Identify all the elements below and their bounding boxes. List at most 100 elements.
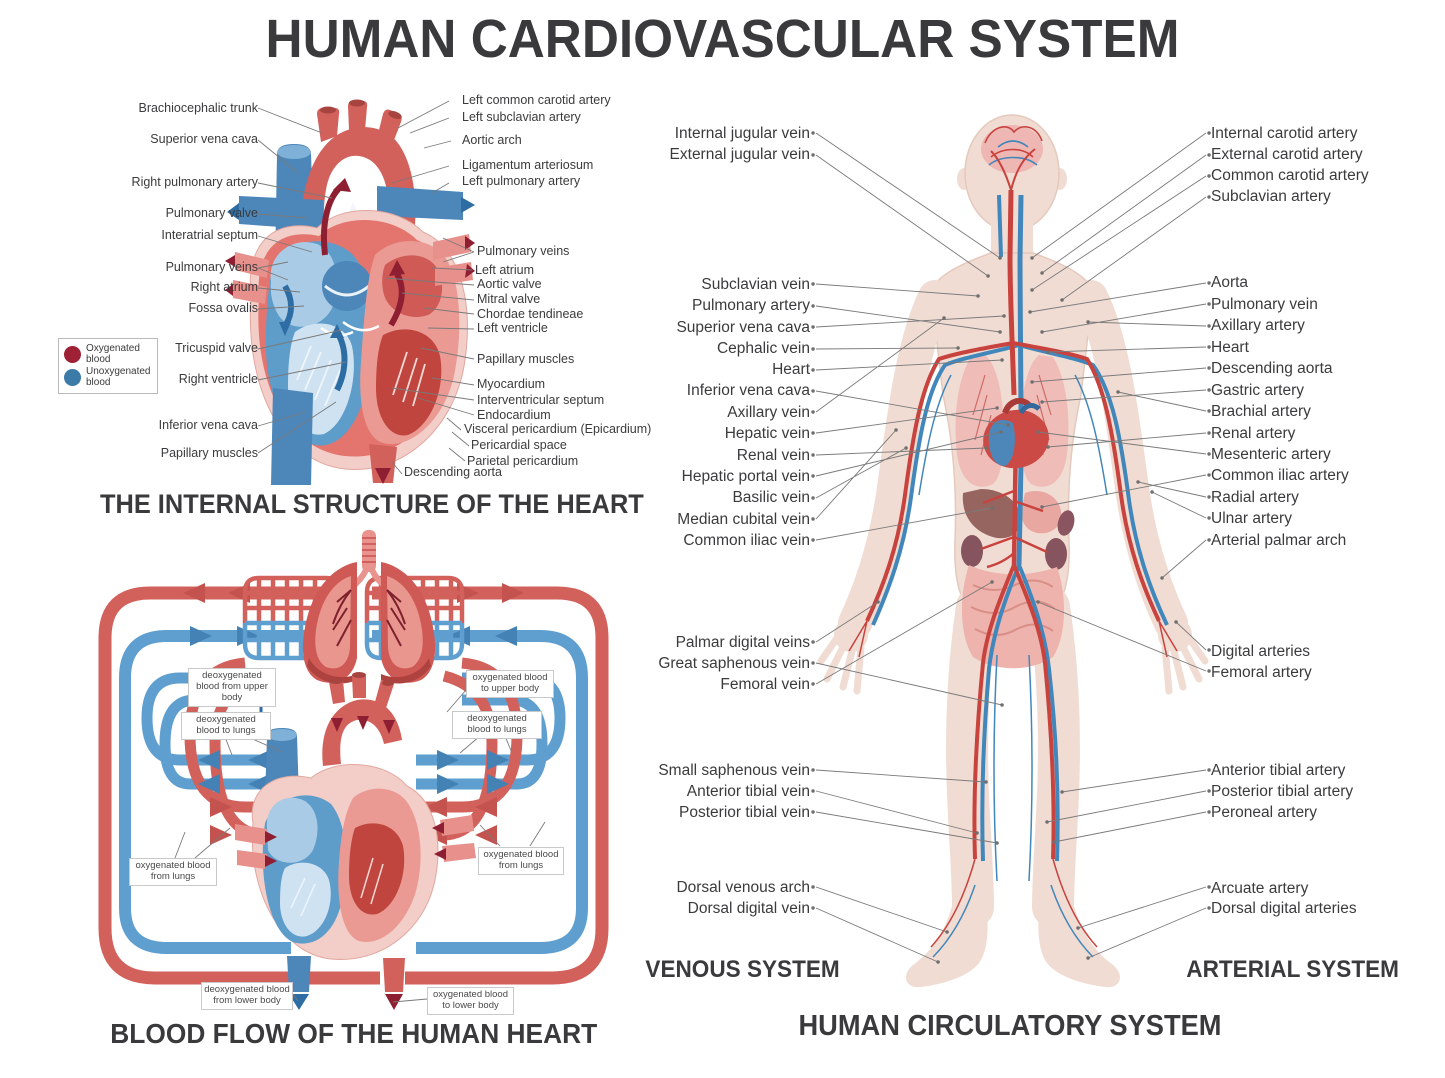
flow-box-deoxy-lower: deoxygenated blood from lower body xyxy=(201,982,293,1010)
arterial-label: Common iliac artery xyxy=(1211,467,1349,484)
arterial-label: Arterial palmar arch xyxy=(1211,532,1347,549)
pulmonary-vein-stubs-left xyxy=(233,252,269,304)
flow-box-oxy-lungs-left: oxygenated blood from lungs xyxy=(129,858,217,886)
right-pulmonary-artery-shape xyxy=(239,196,323,230)
flow-box-oxy-upper: oxygenated blood to upper body xyxy=(466,670,554,698)
heart-left-label: Right atrium xyxy=(190,280,258,294)
venous-label: Axillary vein xyxy=(727,404,810,421)
blood-flow-illustration xyxy=(98,530,609,1010)
heart-right-label: Left pulmonary artery xyxy=(462,174,581,188)
heart-right-label: Chordae tendineae xyxy=(477,307,584,321)
arterial-label: Mesenteric artery xyxy=(1211,446,1331,463)
venous-label: Dorsal digital vein xyxy=(687,900,810,917)
aorta-curl xyxy=(1002,397,1032,415)
heart-left-label: Pulmonary veins xyxy=(165,260,258,274)
flow-heart xyxy=(235,672,476,1010)
flow-box-oxy-lower: oxygenated blood to lower body xyxy=(427,987,514,1015)
arterial-label: Femoral artery xyxy=(1211,664,1312,681)
venous-label: Hepatic portal vein xyxy=(681,468,810,485)
section-title-internal-structure: THE INTERNAL STRUCTURE OF THE HEART xyxy=(100,489,644,519)
legend: Oxygenated blood Unoxygenated blood xyxy=(58,338,158,394)
venous-label: Superior vena cava xyxy=(676,319,810,336)
chordae-right xyxy=(296,345,342,407)
lv-flow-arrow xyxy=(388,272,405,327)
heart-right-label: Aortic valve xyxy=(477,277,542,291)
descending-aorta-shape xyxy=(369,444,397,483)
flow-box-deoxy-lungs-left: deoxygenated blood to lungs xyxy=(181,712,271,740)
venous-label: Median cubital vein xyxy=(677,511,810,528)
legend-label: Oxygenated blood xyxy=(86,343,140,365)
heart-right-label: Left ventricle xyxy=(477,321,548,335)
heart-right-label: Parietal pericardium xyxy=(467,454,579,468)
vessel-cap xyxy=(388,110,402,120)
heart-right-label: Myocardium xyxy=(477,377,546,391)
arterial-label: Internal carotid artery xyxy=(1211,125,1358,142)
blue-arrow-right xyxy=(461,197,475,213)
arterial-label: Peroneal artery xyxy=(1211,804,1317,821)
arterial-label: Aorta xyxy=(1211,274,1249,291)
arrowhead xyxy=(225,255,235,267)
flow-box-deoxy-lungs-right: deoxygenated blood to lungs xyxy=(452,711,542,739)
venous-label: Cephalic vein xyxy=(716,340,810,357)
heart-left-label: Inferior vena cava xyxy=(158,418,258,432)
heart-right-label: Mitral valve xyxy=(477,292,541,306)
venous-label: Dorsal venous arch xyxy=(676,879,810,896)
blue-arrow-left xyxy=(227,203,239,220)
venous-label: Small saphenous vein xyxy=(658,762,810,779)
heart-left-label: Pulmonary valve xyxy=(165,206,258,220)
arterial-label: Anterior tibial artery xyxy=(1211,762,1346,779)
arterial-label: Heart xyxy=(1211,339,1249,356)
heart-left-label: Papillary muscles xyxy=(160,446,258,460)
legend-label: Unoxygenated blood xyxy=(86,366,151,388)
section-title-blood-flow: BLOOD FLOW OF THE HUMAN HEART xyxy=(110,1018,598,1049)
arterial-label: Common carotid artery xyxy=(1211,167,1369,184)
vessel-cap xyxy=(320,106,336,114)
heart-right-label: Aortic arch xyxy=(462,133,522,147)
arterial-label: Pulmonary vein xyxy=(1211,296,1318,313)
arrowhead xyxy=(465,236,475,250)
venous-tree xyxy=(871,194,1169,958)
venous-label: Basilic vein xyxy=(732,489,810,506)
arterial-label: Brachial artery xyxy=(1211,403,1311,420)
arterial-label: Digital arteries xyxy=(1211,643,1311,660)
arterial-label: External carotid artery xyxy=(1211,146,1363,163)
legend-unoxygenated-row: Unoxygenated blood xyxy=(64,366,152,388)
venous-label: Pulmonary artery xyxy=(691,297,810,314)
venous-label: Subclavian vein xyxy=(701,276,810,293)
aorta-branches xyxy=(317,101,402,148)
valve-arc xyxy=(324,284,370,297)
internal-heart-illustration xyxy=(225,99,475,485)
heart-right-label: Left subclavian artery xyxy=(462,110,581,124)
venous-label: Femoral vein xyxy=(720,676,810,693)
vessel-cap xyxy=(349,99,365,107)
legend-oxygenated-row: Oxygenated blood xyxy=(64,343,152,365)
right-atrium-shape xyxy=(270,242,337,327)
page-title: HUMAN CARDIOVASCULAR SYSTEM xyxy=(265,9,1180,69)
flow-box-deoxy-upper: deoxygenated blood from upper body xyxy=(188,668,276,707)
arterial-label: Dorsal digital arteries xyxy=(1211,900,1357,917)
arterial-label: Gastric artery xyxy=(1211,382,1305,399)
arterial-tree xyxy=(848,148,1178,948)
arrowhead xyxy=(465,264,475,278)
heart-blue-chamber xyxy=(988,419,1015,466)
arterial-leader-lines xyxy=(1029,132,1207,959)
label-dots xyxy=(811,131,1211,964)
heart-left-label: Superior vena cava xyxy=(150,132,258,146)
heart-right-label: Ligamentum arteriosum xyxy=(462,158,594,172)
venous-label: Common iliac vein xyxy=(683,532,810,549)
venous-label: Palmar digital veins xyxy=(675,634,810,651)
arrowhead xyxy=(279,322,291,336)
human-body-illustration xyxy=(817,114,1209,988)
venous-label: Hepatic vein xyxy=(724,425,810,442)
heart-right-label: Left atrium xyxy=(475,263,535,277)
arterial-label: Posterior tibial artery xyxy=(1211,783,1354,800)
venous-label: External jugular vein xyxy=(669,146,810,163)
venous-label: Internal jugular vein xyxy=(674,125,810,142)
arrowhead xyxy=(225,284,233,296)
heart-left-label: Right pulmonary artery xyxy=(131,175,258,189)
arterial-label: Renal artery xyxy=(1211,425,1296,442)
arrowhead xyxy=(333,178,351,192)
pulmonary-valve-shape xyxy=(322,261,372,311)
section-title-circulatory: HUMAN CIRCULATORY SYSTEM xyxy=(798,1010,1222,1042)
heart-right-label: Pericardial space xyxy=(471,438,567,452)
